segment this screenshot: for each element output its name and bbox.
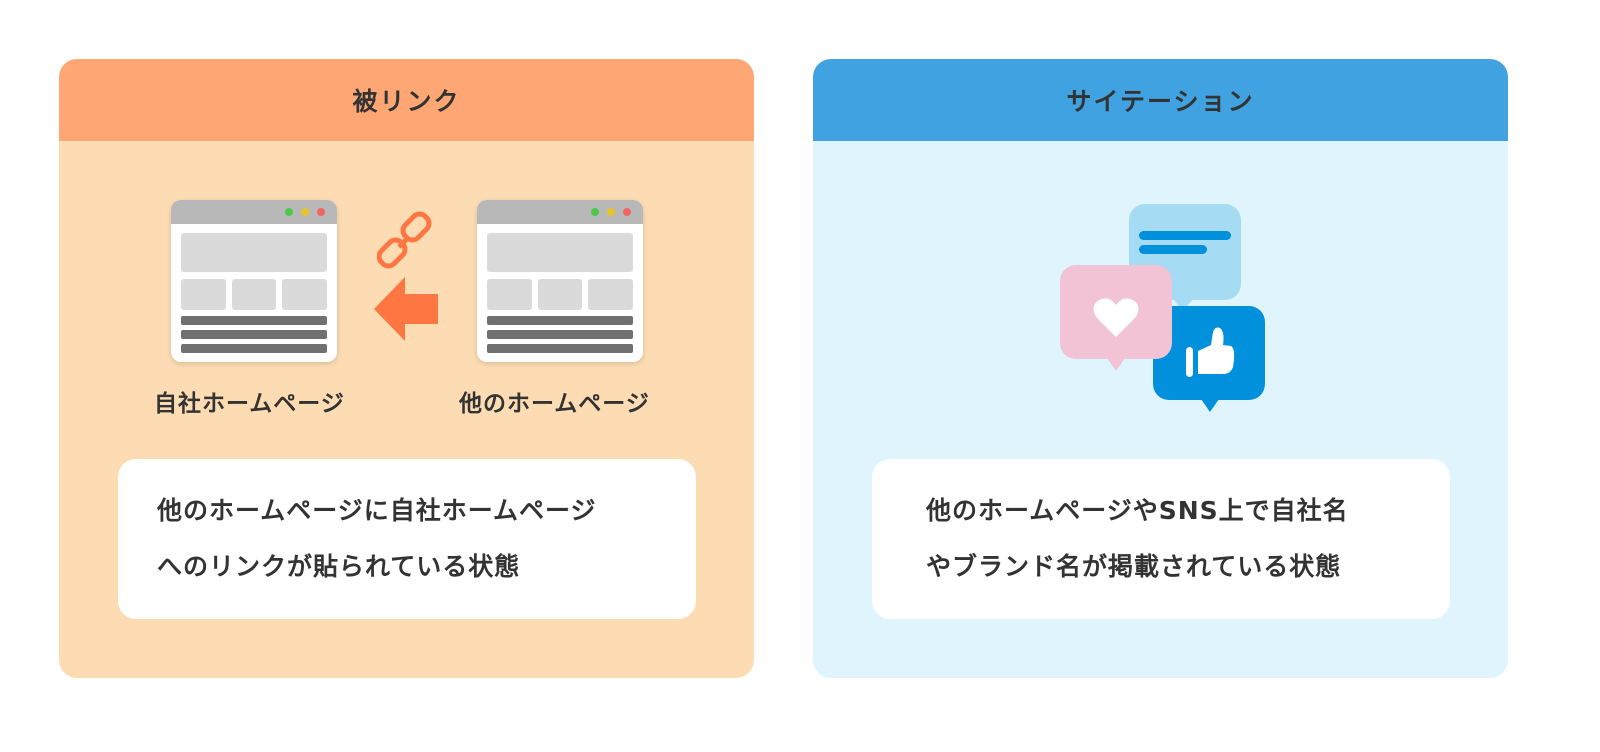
- other-site-label: 他のホームページ: [459, 391, 650, 417]
- backlink-title: 被リンク: [59, 59, 754, 141]
- chain-link-icon: [377, 211, 432, 269]
- backlink-card: 被リンク 自社ホームページ 他のホームページ 他のホームページに自社ホームページ…: [59, 59, 754, 678]
- heart-bubble-icon: [1060, 265, 1172, 371]
- description-line: へのリンクが貼られている状態: [157, 552, 521, 581]
- description-line: 他のホームページやSNS上で自社名: [926, 496, 1349, 525]
- citation-card: サイテーション 他のホームページやSNS上で自社名やブランド名が掲載されている状…: [813, 59, 1508, 678]
- social-bubbles-illustration: [1060, 204, 1265, 412]
- own-site-browser-icon: [171, 200, 337, 362]
- citation-title: サイテーション: [813, 59, 1508, 141]
- description-line: 他のホームページに自社ホームページ: [157, 496, 597, 525]
- own-site-label: 自社ホームページ: [154, 391, 345, 417]
- backlink-description: 他のホームページに自社ホームページへのリンクが貼られている状態: [118, 459, 696, 619]
- thumbs-up-bubble-icon: [1153, 306, 1265, 412]
- citation-description: 他のホームページやSNS上で自社名やブランド名が掲載されている状態: [872, 459, 1450, 619]
- description-line: やブランド名が掲載されている状態: [926, 552, 1342, 581]
- other-site-browser-icon: [477, 200, 643, 362]
- arrow-left-icon: [374, 277, 438, 341]
